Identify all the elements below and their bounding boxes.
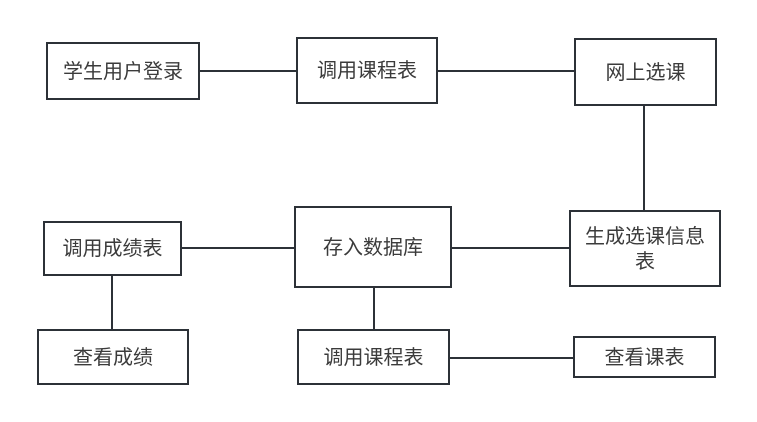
- edge-call-course-bottom-to-view-course-table: [450, 356, 573, 360]
- node-store-in-database: 存入数据库: [294, 206, 452, 288]
- edge-online-selection-to-generate-info: [642, 106, 646, 210]
- node-store-in-database-label: 存入数据库: [323, 234, 423, 259]
- node-call-course-table-bottom-label: 调用课程表: [323, 344, 424, 369]
- node-online-course-selection: 网上选课: [574, 38, 717, 106]
- node-view-grades-label: 查看成绩: [73, 344, 153, 369]
- node-call-course-table-top-label: 调用课程表: [317, 58, 417, 82]
- node-call-grade-table: 调用成绩表: [43, 221, 182, 276]
- edge-generate-info-to-store-database: [452, 246, 569, 250]
- node-view-course-table: 查看课表: [573, 336, 716, 378]
- edge-call-course-top-to-online-selection: [438, 69, 574, 73]
- node-call-grade-table-label: 调用成绩表: [62, 236, 163, 260]
- node-student-login: 学生用户登录: [46, 42, 200, 100]
- node-generate-selection-info-table-label: 生成选课信息表: [585, 223, 705, 273]
- node-call-course-table-bottom: 调用课程表: [297, 329, 450, 385]
- node-online-course-selection-label: 网上选课: [605, 59, 686, 84]
- edge-store-database-to-call-grade-table: [182, 246, 294, 250]
- edge-login-to-call-course-top: [200, 69, 296, 73]
- node-generate-selection-info-table: 生成选课信息表: [569, 210, 721, 287]
- edge-store-database-to-call-course-bottom: [372, 288, 376, 329]
- node-view-course-table-label: 查看课表: [604, 344, 685, 369]
- node-student-login-label: 学生用户登录: [63, 58, 183, 83]
- node-call-course-table-top: 调用课程表: [296, 37, 438, 104]
- edge-call-grade-table-to-view-grades: [110, 276, 114, 329]
- node-view-grades: 查看成绩: [37, 329, 189, 385]
